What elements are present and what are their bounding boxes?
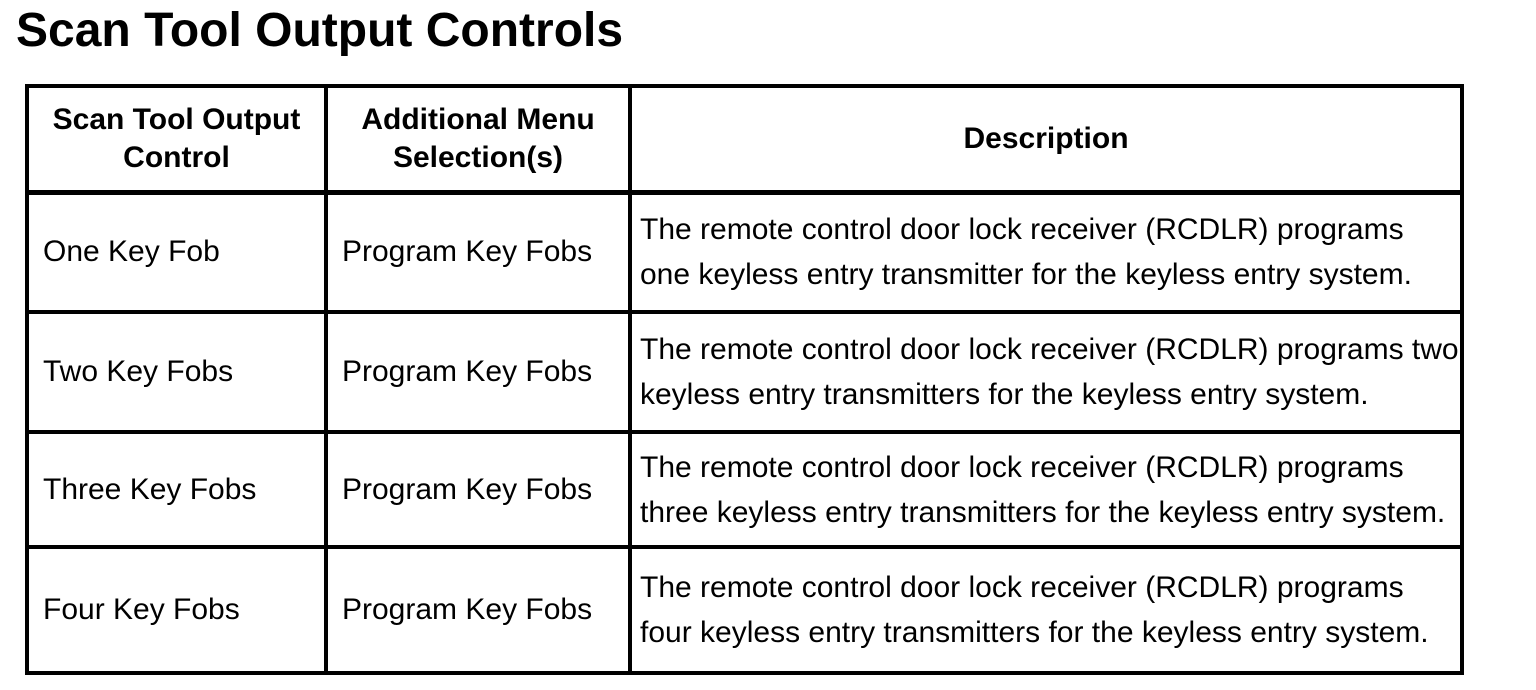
description-line-2: one keyless entry transmitter for the ke… xyxy=(640,258,1412,292)
menu-selection-cell: Program Key Fobs xyxy=(324,545,632,675)
menu-selection-cell: Program Key Fobs xyxy=(324,310,632,434)
description-line-1: The remote control door lock receiver (R… xyxy=(640,571,1404,604)
description-cell: The remote control door lock receiver (R… xyxy=(628,310,1464,434)
table-row: Two Key Fobs Program Key Fobs The remote… xyxy=(25,310,1464,434)
description-line-1: The remote control door lock receiver (R… xyxy=(640,213,1404,247)
menu-selection-cell: Program Key Fobs xyxy=(324,430,632,549)
description-cell: The remote control door lock receiver (R… xyxy=(628,430,1464,549)
column-header-additional-menu-selections: Additional Menu Selection(s) xyxy=(324,84,632,195)
table-row: One Key Fob Program Key Fobs The remote … xyxy=(25,190,1464,314)
description-line-1: The remote control door lock receiver (R… xyxy=(640,450,1404,484)
control-cell: Four Key Fobs xyxy=(25,545,328,675)
description-cell: The remote control door lock receiver (R… xyxy=(628,190,1464,314)
description-cell: The remote control door lock receiver (R… xyxy=(628,545,1464,675)
scan-tool-output-controls-table: Scan Tool Output Control Additional Menu… xyxy=(25,84,1464,675)
table-row: Four Key Fobs Program Key Fobs The remot… xyxy=(25,545,1464,675)
control-cell: One Key Fob xyxy=(25,190,328,314)
column-header-description: Description xyxy=(628,84,1464,195)
control-cell: Three Key Fobs xyxy=(25,430,328,549)
description-line-1: The remote control door lock receiver (R… xyxy=(640,333,1459,366)
description-line-2: keyless entry transmitters for the keyle… xyxy=(640,378,1369,411)
header-row: Scan Tool Output Control Additional Menu… xyxy=(25,84,1464,195)
description-line-2: four keyless entry transmitters for the … xyxy=(640,616,1429,649)
control-cell: Two Key Fobs xyxy=(25,310,328,434)
description-line-2: three keyless entry transmitters for the… xyxy=(640,495,1446,529)
column-header-scan-tool-output-control: Scan Tool Output Control xyxy=(25,84,328,195)
menu-selection-cell: Program Key Fobs xyxy=(324,190,632,314)
page-title: Scan Tool Output Controls xyxy=(16,4,624,57)
table-row: Three Key Fobs Program Key Fobs The remo… xyxy=(25,430,1464,549)
